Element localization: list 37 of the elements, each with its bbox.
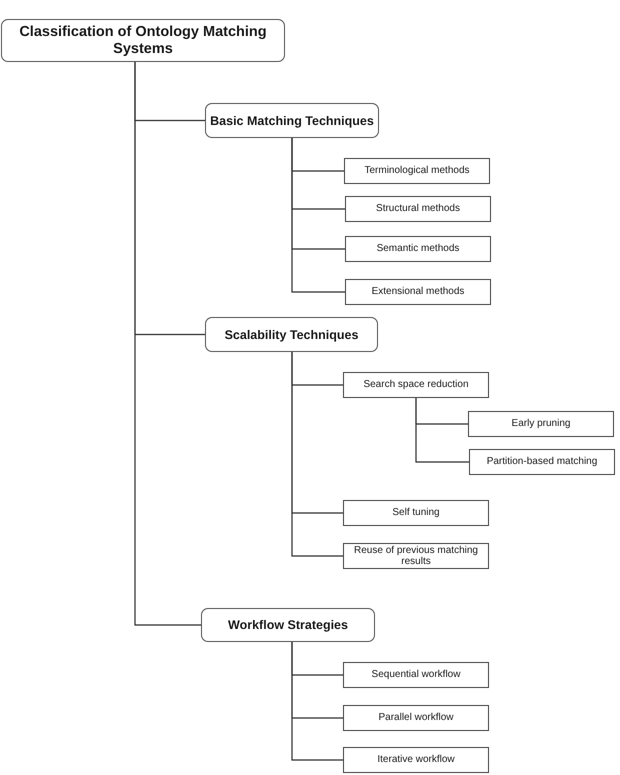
connector-line bbox=[415, 398, 469, 463]
box-label: Workflow Strategies bbox=[227, 618, 349, 632]
item-box bbox=[468, 411, 614, 437]
item-box bbox=[343, 500, 489, 526]
box-label: Self tuning bbox=[391, 507, 441, 519]
box-label: Structural methods bbox=[375, 203, 461, 215]
item-box bbox=[343, 705, 489, 731]
box-label: Early pruning bbox=[510, 418, 572, 430]
connector-line bbox=[291, 352, 343, 557]
category-box bbox=[1, 19, 285, 62]
box-label: Partition-based matching bbox=[486, 456, 598, 468]
box-label: Basic Matching Techniques bbox=[209, 114, 375, 128]
box-label: Semantic methods bbox=[376, 243, 460, 255]
box-label: Terminological methods bbox=[363, 165, 471, 177]
box-label: Reuse of previous matching results bbox=[353, 544, 479, 568]
item-box bbox=[343, 662, 489, 688]
item-box bbox=[345, 236, 491, 262]
item-box bbox=[345, 279, 491, 305]
connector-line bbox=[291, 642, 343, 761]
connector-line bbox=[134, 62, 201, 626]
category-box bbox=[205, 103, 379, 138]
category-box bbox=[205, 317, 378, 352]
item-box bbox=[343, 543, 489, 569]
item-box bbox=[344, 158, 490, 184]
item-box bbox=[343, 747, 489, 773]
category-box bbox=[201, 608, 375, 642]
item-box bbox=[343, 372, 489, 398]
box-label: Scalability Techniques bbox=[224, 328, 360, 342]
box-label: Parallel workflow bbox=[377, 712, 455, 724]
item-box bbox=[345, 196, 491, 222]
item-box bbox=[469, 449, 615, 475]
box-label: Extensional methods bbox=[370, 286, 466, 298]
box-label: Sequential workflow bbox=[370, 669, 462, 681]
box-label: Classification of Ontology Matching Systems bbox=[18, 24, 268, 57]
box-label: Search space reduction bbox=[362, 379, 470, 391]
connector-line bbox=[291, 138, 345, 293]
box-label: Iterative workflow bbox=[376, 754, 456, 766]
